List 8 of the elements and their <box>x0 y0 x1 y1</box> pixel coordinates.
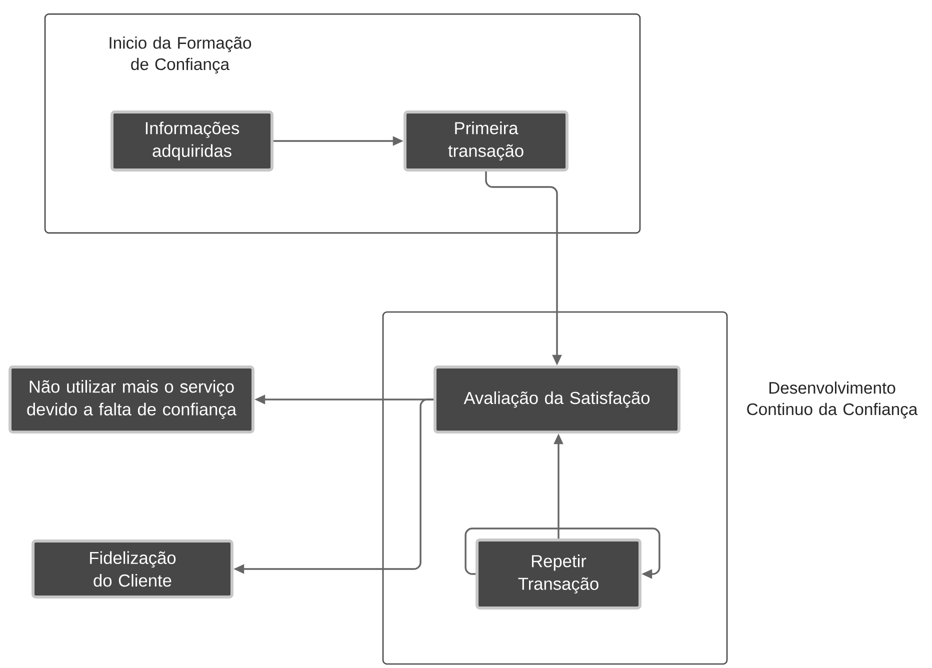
process-box: Informações adquiridas <box>110 110 274 172</box>
process-box: Fidelização do Cliente <box>32 540 234 598</box>
process-box: Repetir Transação <box>476 538 642 610</box>
process-box: Não utilizar mais o serviço devido a falta de confiança <box>8 366 254 434</box>
process-box: Primeira transação <box>404 110 568 172</box>
process-box: Avaliação da Satisfação <box>434 366 680 434</box>
node-label: Desenvolvimento Continuo da Confiança <box>747 382 918 418</box>
arrow <box>464 528 660 579</box>
